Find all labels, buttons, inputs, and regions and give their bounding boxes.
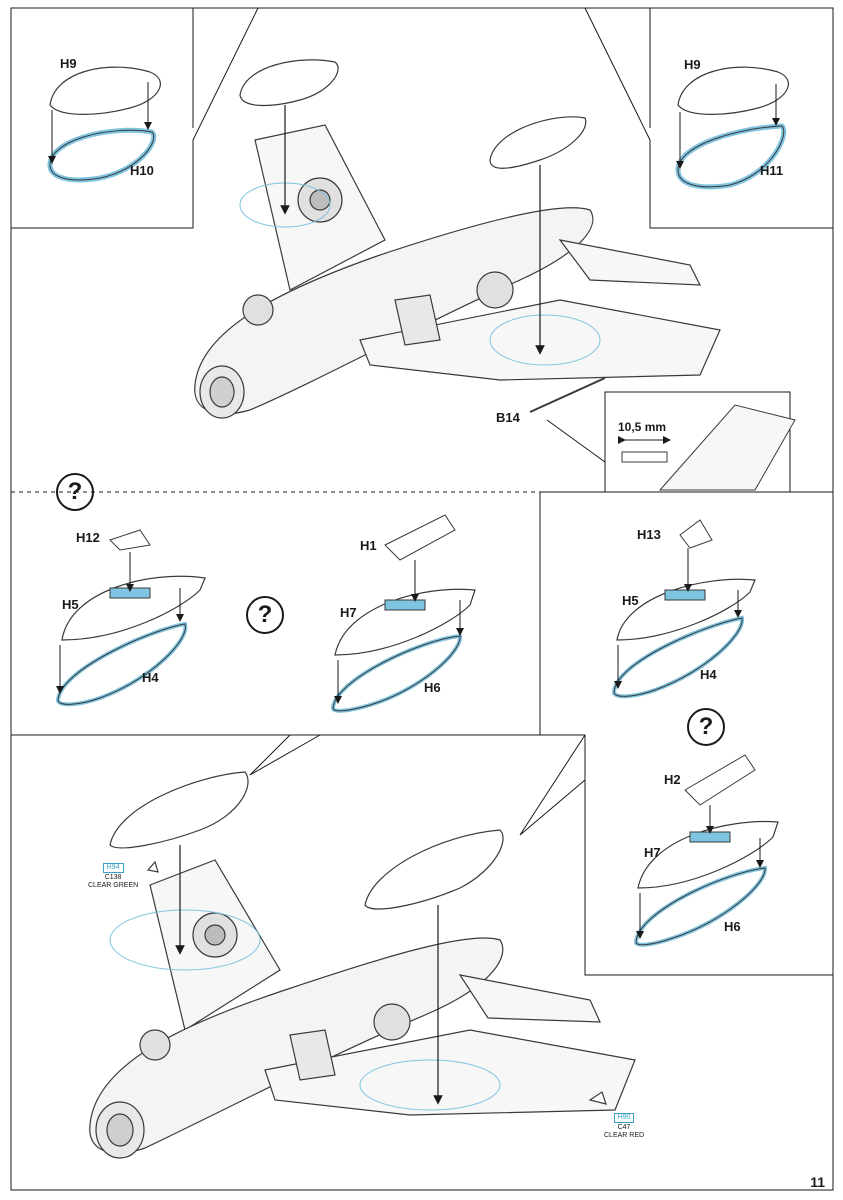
pod-top-mid: [489, 116, 587, 169]
label-h7-b: H7: [644, 845, 661, 860]
label-h11: H11: [760, 163, 784, 178]
dimension-label: 10,5 mm: [618, 420, 667, 434]
inset-top-right: [584, 7, 833, 229]
paint-code-green: H94: [102, 863, 124, 873]
h9-canopy-left: [49, 66, 161, 115]
h1-part: [384, 514, 456, 561]
paint-ref-green: C138: [104, 874, 122, 881]
question-mark-1: ?: [56, 473, 94, 511]
question-mark-2: ?: [246, 596, 284, 634]
label-h2: H2: [664, 772, 681, 787]
wheel-right: [476, 271, 514, 309]
label-h6-a: H6: [424, 680, 441, 695]
h7-part: [334, 588, 476, 656]
dimension-inset: [546, 391, 796, 492]
inset-top-left: [11, 7, 259, 229]
label-h1: H1: [360, 538, 377, 553]
label-h10: H10: [130, 163, 154, 178]
b14-rod: [621, 451, 668, 463]
label-h5-a: H5: [62, 597, 79, 612]
paint-callout-red: H90 C47 CLEAR RED: [604, 1113, 644, 1140]
paint-callout-green: H94 C138 CLEAR GREEN: [88, 863, 138, 890]
pod-bottom-left: [109, 771, 249, 849]
paint-ref-red: C47: [617, 1124, 631, 1131]
question-mark-3: ?: [687, 708, 725, 746]
h9-canopy-right: [677, 66, 789, 115]
label-h5-b: H5: [622, 593, 639, 608]
attach-marker-2: [489, 314, 601, 366]
label-h6-b: H6: [724, 919, 741, 934]
fuselage: [194, 207, 594, 415]
label-h4-b: H4: [700, 667, 717, 682]
b14-part: [529, 377, 606, 413]
aircraft-bottom: [89, 771, 636, 1159]
page-number: 11: [810, 1174, 825, 1190]
h7-part-b: [637, 820, 779, 889]
h13-part: [679, 519, 713, 549]
gear-door: [394, 294, 441, 346]
tailplane: [558, 239, 701, 286]
paint-code-red: H90: [613, 1113, 635, 1123]
label-b14: B14: [496, 410, 520, 425]
option-h12-h5-h4: [55, 529, 206, 707]
pod-top-left: [239, 59, 339, 107]
page-border: [10, 7, 834, 1191]
wheel-nose: [242, 294, 274, 326]
h2-part: [684, 754, 756, 806]
h5-part: [61, 575, 206, 641]
paint-name-red: CLEAR RED: [604, 1132, 645, 1139]
aircraft-top: [194, 59, 721, 419]
label-h7-a: H7: [340, 605, 357, 620]
pod-bottom-mid: [364, 829, 504, 910]
wing-bottom: [264, 1029, 636, 1116]
h5-part-b: [616, 578, 756, 641]
label-h9-left: H9: [60, 56, 77, 71]
label-h12: H12: [76, 530, 100, 545]
label-h13: H13: [637, 527, 661, 542]
h12-part: [109, 529, 151, 551]
option-h1-h7-h6: [330, 514, 476, 713]
option-h13-h5-h4: [611, 519, 756, 699]
attach-marker-4: [359, 1059, 501, 1111]
option-h2-h7-h6: [633, 754, 779, 947]
label-h4-a: H4: [142, 670, 159, 685]
paint-name-green: CLEAR GREEN: [88, 882, 139, 889]
attach-marker-3: [109, 909, 261, 971]
label-h9-right: H9: [684, 57, 701, 72]
